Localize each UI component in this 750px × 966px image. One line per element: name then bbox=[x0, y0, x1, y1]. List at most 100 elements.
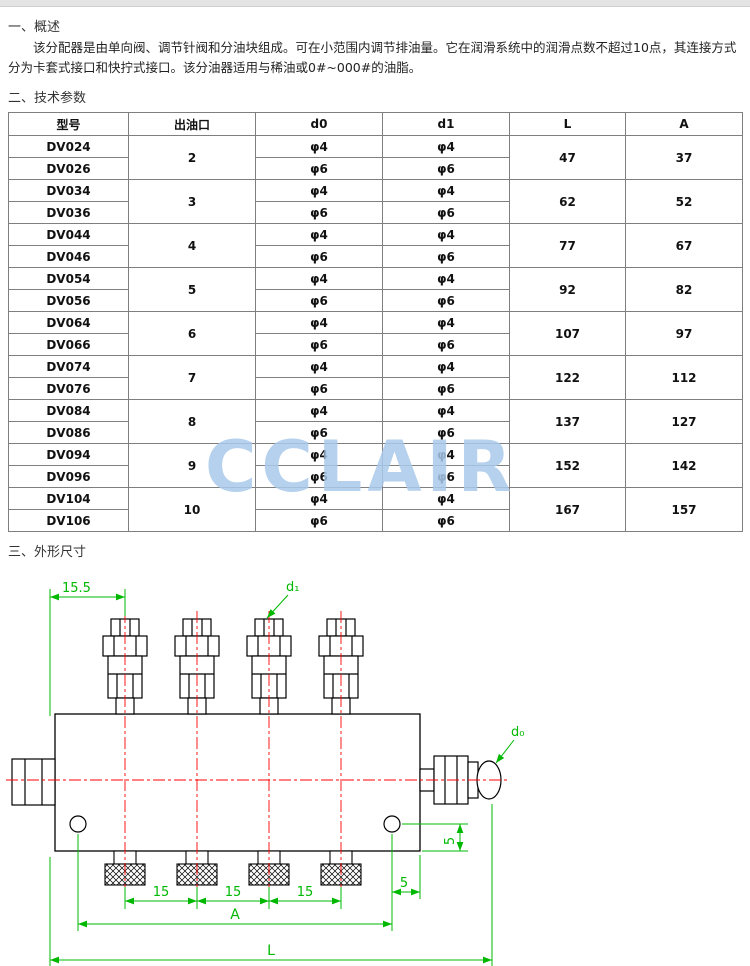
d0-cell: φ4 bbox=[255, 135, 383, 158]
d1-cell: φ4 bbox=[382, 135, 510, 158]
model-cell: DV084 bbox=[8, 399, 129, 422]
length-L-cell: 92 bbox=[509, 267, 626, 312]
d0-cell: φ4 bbox=[255, 355, 383, 378]
d0-cell: φ6 bbox=[255, 289, 383, 312]
length-L-cell: 77 bbox=[509, 223, 626, 268]
d0-cell: φ4 bbox=[255, 223, 383, 246]
dimension-A-cell: 157 bbox=[625, 487, 743, 532]
dimension-A-cell: 112 bbox=[625, 355, 743, 400]
dim-15-label: 15 bbox=[225, 885, 242, 900]
d1-cell: φ4 bbox=[382, 487, 510, 510]
model-cell: DV056 bbox=[8, 289, 129, 312]
model-cell: DV106 bbox=[8, 509, 129, 532]
outlets-cell: 9 bbox=[128, 443, 256, 488]
overview-heading: 一、概述 bbox=[8, 20, 61, 35]
d0-cell: φ4 bbox=[255, 487, 383, 510]
d1-cell: φ6 bbox=[382, 465, 510, 488]
dim-L-label: L bbox=[267, 943, 275, 959]
d1-cell: φ4 bbox=[382, 179, 510, 202]
col-header-L: L bbox=[509, 112, 626, 136]
dim-A-label: A bbox=[230, 907, 240, 923]
dim-15-label: 15 bbox=[153, 885, 170, 900]
d0-cell: φ6 bbox=[255, 245, 383, 268]
length-L-cell: 152 bbox=[509, 443, 626, 488]
dimension-A-cell: 52 bbox=[625, 179, 743, 224]
d0-cell: φ6 bbox=[255, 157, 383, 180]
dimension-A-cell: 37 bbox=[625, 135, 743, 180]
d0-cell: φ4 bbox=[255, 179, 383, 202]
dim-15-5-label: 15.5 bbox=[62, 581, 91, 596]
d1-cell: φ4 bbox=[382, 311, 510, 334]
d0-cell: φ4 bbox=[255, 267, 383, 290]
dimension-A-cell: 127 bbox=[625, 399, 743, 444]
model-cell: DV024 bbox=[8, 135, 129, 158]
header-row: 型号 出油口 d0 d1 L A bbox=[8, 112, 743, 136]
outlets-cell: 7 bbox=[128, 355, 256, 400]
model-cell: DV074 bbox=[8, 355, 129, 378]
center-lines bbox=[6, 611, 510, 904]
d1-cell: φ6 bbox=[382, 509, 510, 532]
d1-cell: φ6 bbox=[382, 421, 510, 444]
model-cell: DV086 bbox=[8, 421, 129, 444]
dimension-lines bbox=[49, 589, 515, 966]
dim-5-horizontal-label: 5 bbox=[400, 876, 408, 891]
model-cell: DV034 bbox=[8, 179, 129, 202]
d1-label: d₁ bbox=[286, 580, 299, 595]
d0-cell: φ6 bbox=[255, 333, 383, 356]
d0-cell: φ6 bbox=[255, 377, 383, 400]
d0-cell: φ6 bbox=[255, 421, 383, 444]
outlets-cell: 8 bbox=[128, 399, 256, 444]
model-cell: DV076 bbox=[8, 377, 129, 400]
manifold-body bbox=[54, 713, 421, 852]
model-cell: DV066 bbox=[8, 333, 129, 356]
model-cell: DV104 bbox=[8, 487, 129, 510]
length-L-cell: 62 bbox=[509, 179, 626, 224]
model-cell: DV044 bbox=[8, 223, 129, 246]
dim-15-label: 15 bbox=[297, 885, 314, 900]
dimension-A-cell: 97 bbox=[625, 311, 743, 356]
d0-label: d₀ bbox=[511, 725, 524, 740]
col-header-model: 型号 bbox=[8, 112, 129, 136]
d1-cell: φ4 bbox=[382, 355, 510, 378]
d0-cell: φ6 bbox=[255, 201, 383, 224]
d1-cell: φ6 bbox=[382, 377, 510, 400]
model-cell: DV096 bbox=[8, 465, 129, 488]
params-table-head: 型号 出油口 d0 d1 L A bbox=[8, 112, 743, 136]
top-divider bbox=[0, 0, 750, 7]
d1-cell: φ4 bbox=[382, 223, 510, 246]
d0-cell: φ4 bbox=[255, 311, 383, 334]
d0-cell: φ6 bbox=[255, 465, 383, 488]
d1-cell: φ4 bbox=[382, 399, 510, 422]
outlets-cell: 3 bbox=[128, 179, 256, 224]
outlets-cell: 6 bbox=[128, 311, 256, 356]
model-cell: DV046 bbox=[8, 245, 129, 268]
d0-cell: φ4 bbox=[255, 399, 383, 422]
d1-cell: φ6 bbox=[382, 245, 510, 268]
d1-cell: φ6 bbox=[382, 157, 510, 180]
d1-cell: φ6 bbox=[382, 333, 510, 356]
dimension-drawing: 15.5 d₁ d₀ 5 5 15 15 15 A L bbox=[6, 580, 524, 966]
model-cell: DV054 bbox=[8, 267, 129, 290]
col-header-outlets: 出油口 bbox=[128, 112, 256, 136]
model-cell: DV094 bbox=[8, 443, 129, 466]
d1-cell: φ6 bbox=[382, 201, 510, 224]
left-fitting bbox=[11, 758, 56, 806]
outlets-cell: 2 bbox=[128, 135, 256, 180]
overview-paragraph: 该分配器是由单向阀、调节针阀和分油块组成。可在小范围内调节排油量。它在润滑系统中… bbox=[8, 40, 737, 75]
parameters-heading: 二、技术参数 bbox=[8, 91, 87, 106]
outlets-cell: 5 bbox=[128, 267, 256, 312]
